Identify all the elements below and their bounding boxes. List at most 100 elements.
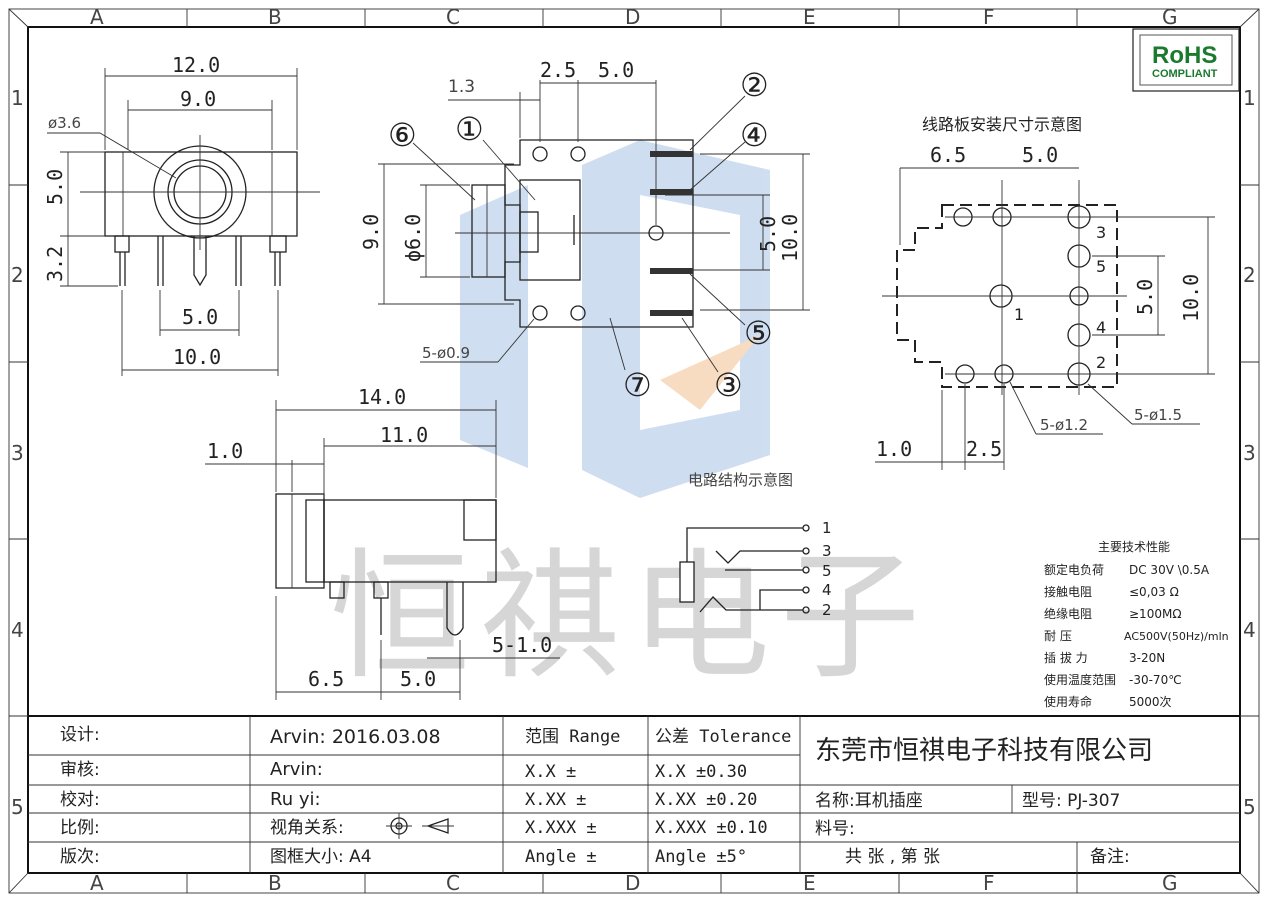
- dim-10-0: 10.0: [1179, 274, 1203, 322]
- dim-holes-large: 5-ø1.5: [1134, 406, 1182, 424]
- spec-label: 耐 压: [1044, 629, 1072, 643]
- title-block: 设计: 审核: 校对: 比例: 版次: Arvin: 2016.03.08 Ar…: [28, 715, 1240, 873]
- sheet-count: 共 张 , 第 张: [845, 847, 940, 867]
- dim-height: 5.0: [43, 169, 67, 205]
- designer-value: Arvin: 2016.03.08: [270, 726, 441, 748]
- col-label: B: [268, 5, 282, 29]
- part-name: 名称:耳机插座: [815, 791, 923, 811]
- label-revision: 版次:: [60, 847, 100, 867]
- dim-9-0: 9.0: [359, 214, 383, 250]
- col-label: D: [625, 5, 640, 29]
- col-label: D: [625, 871, 640, 895]
- dim-5-0: 5.0: [598, 58, 634, 82]
- spec-value: 5000次: [1129, 695, 1172, 709]
- range-value: Angle ±: [525, 847, 597, 867]
- marker-6: ⑥: [388, 116, 417, 154]
- col-label: B: [268, 871, 282, 895]
- circuit-pin-2: 2: [822, 601, 832, 619]
- part-number: 料号:: [815, 819, 855, 839]
- label-scale: 比例:: [60, 818, 100, 838]
- dim-holes-small: 5-ø1.2: [1040, 416, 1088, 434]
- circuit-pin-3: 3: [822, 542, 832, 560]
- marker-5: ⑤: [744, 314, 773, 352]
- col-label: C: [446, 5, 460, 29]
- label-reviewer: 审核:: [60, 760, 100, 780]
- row-label: 1: [11, 86, 24, 110]
- col-label: F: [983, 871, 995, 895]
- row-label: 3: [11, 441, 24, 465]
- top-view: 2.5 5.0 1.3 9.0 ϕ6.0 5.0 10.0 5-ø0.9 ⑥ ①…: [359, 58, 810, 404]
- tolerance-value: X.XXX ±0.10: [655, 818, 768, 838]
- pcb-pin-5: 5: [1096, 257, 1106, 276]
- pcb-layout: 线路板安装尺寸示意图 3 5 1 4 2 6.5 5.0 5.0 10.0 1.…: [875, 115, 1215, 470]
- tolerance-value: Angle ±5°: [655, 847, 747, 867]
- dim-5-0: 5.0: [1022, 143, 1058, 167]
- pcb-pin-3: 3: [1096, 223, 1106, 242]
- row-label: 3: [1243, 441, 1256, 465]
- checker-value: Ru yi:: [270, 789, 321, 810]
- col-label: G: [1162, 5, 1178, 29]
- spec-label: 使用温度范围: [1044, 672, 1116, 687]
- circuit-pin-4: 4: [822, 581, 832, 599]
- spec-value: ≤0,03 Ω: [1129, 585, 1179, 599]
- dim-5-0-vertical: 5.0: [756, 216, 780, 252]
- range-value: X.X ±: [525, 762, 576, 782]
- spec-value: -30-70℃: [1129, 673, 1182, 687]
- rohs-title: RoHS: [1152, 42, 1217, 69]
- row-label: 4: [11, 618, 24, 642]
- tolerance-header: 公差 Tolerance: [655, 727, 791, 747]
- circuit-title: 电路结构示意图: [688, 471, 793, 489]
- watermark-text: 恒祺电子: [330, 536, 930, 699]
- marker-7: ⑦: [623, 366, 652, 404]
- circuit-diagram: 电路结构示意图 1 3 5 4 2: [679, 471, 832, 619]
- projection-label: 视角关系:: [270, 818, 344, 838]
- row-label: 4: [1243, 618, 1256, 642]
- dim-2-5: 2.5: [540, 58, 576, 82]
- dim-width: 12.0: [172, 53, 220, 77]
- pcb-pin-1: 1: [1014, 305, 1024, 324]
- col-label: C: [446, 871, 460, 895]
- dim-inner-width: 9.0: [180, 87, 216, 111]
- projection-symbol-icon: [386, 813, 454, 839]
- dim-base-width: 10.0: [173, 345, 221, 369]
- dim-phi6: ϕ6.0: [401, 214, 425, 262]
- model-number: 型号: PJ-307: [1022, 791, 1120, 811]
- marker-4: ④: [740, 116, 769, 154]
- dim-5-1-0: 5-1.0: [492, 633, 552, 657]
- row-label: 2: [11, 263, 24, 287]
- front-view: 12.0 9.0 ø3.6 5.0 3.2 5.0 10.0: [43, 53, 320, 376]
- rohs-badge: RoHS COMPLIANT: [1132, 28, 1240, 92]
- dim-2-5: 2.5: [966, 437, 1002, 461]
- grid-labels: A B C D E F G A B C D E F G 1 2 3 4 5 1 …: [11, 5, 1256, 895]
- marker-3: ③: [714, 366, 743, 404]
- circuit-pin-1: 1: [822, 519, 832, 537]
- spec-title: 主要技术性能: [1098, 540, 1170, 554]
- company-name: 东莞市恒祺电子科技有限公司: [815, 736, 1153, 766]
- marker-1: ①: [455, 110, 484, 148]
- dim-5-0: 5.0: [400, 667, 436, 691]
- grid-ticks: [9, 9, 1259, 893]
- reviewer-value: Arvin:: [270, 759, 323, 780]
- dim-6-5: 6.5: [930, 143, 966, 167]
- dim-1-3: 1.3: [448, 77, 475, 97]
- pcb-pin-4: 4: [1096, 318, 1106, 337]
- pcb-layout-title: 线路板安装尺寸示意图: [922, 115, 1082, 134]
- dim-11-0: 11.0: [380, 423, 428, 447]
- dim-6-5: 6.5: [308, 667, 344, 691]
- dim-hole-diameter: ø3.6: [48, 114, 81, 132]
- col-label: E: [803, 5, 816, 29]
- dim-holes: 5-ø0.9: [422, 344, 470, 362]
- spec-label: 额定电负荷: [1044, 562, 1104, 577]
- dim-14-0: 14.0: [358, 385, 406, 409]
- spec-label: 使用寿命: [1044, 694, 1092, 709]
- col-label: E: [803, 871, 816, 895]
- spec-value: ≥100MΩ: [1129, 607, 1181, 621]
- dim-1-0: 1.0: [207, 439, 243, 463]
- col-label: A: [90, 5, 104, 29]
- spec-label: 接触电阻: [1044, 584, 1092, 599]
- spec-label: 插 拔 力: [1044, 650, 1088, 665]
- dim-pin-pitch: 5.0: [182, 305, 218, 329]
- range-header: 范围 Range: [525, 727, 620, 747]
- label-checker: 校对:: [60, 790, 100, 810]
- range-value: X.XXX ±: [525, 818, 597, 838]
